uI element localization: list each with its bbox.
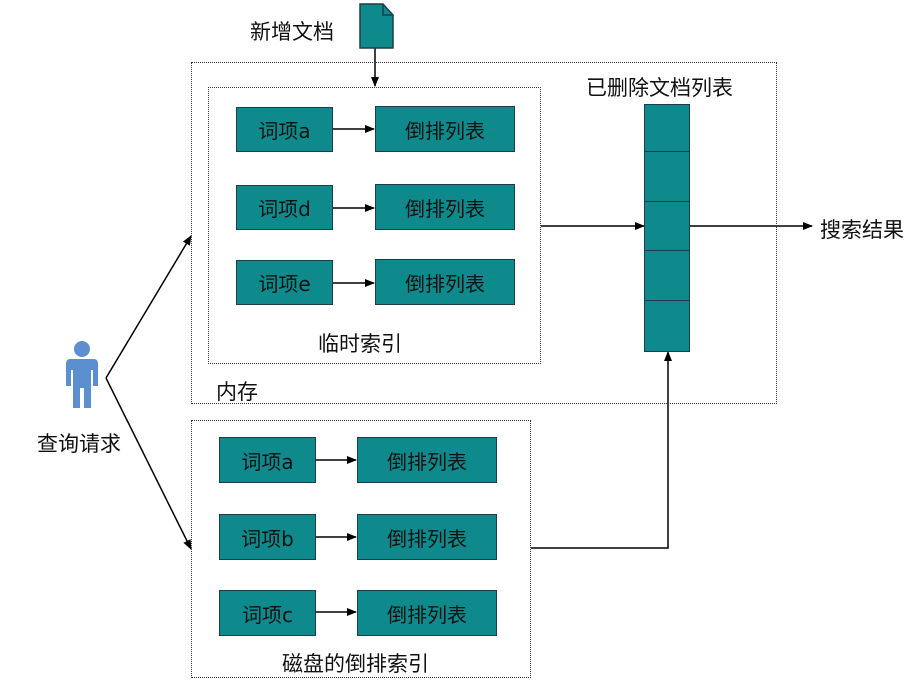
disk-posting-box: 倒排列表 bbox=[357, 514, 497, 560]
disk-posting-box: 倒排列表 bbox=[357, 590, 497, 636]
memory-label: 内存 bbox=[216, 380, 258, 404]
person-icon bbox=[66, 341, 98, 408]
deleted-list-cell-divider bbox=[645, 300, 689, 301]
deleted-list-cell-divider bbox=[645, 201, 689, 202]
new-doc-label: 新增文档 bbox=[250, 20, 334, 44]
disk-term-box: 词项a bbox=[219, 437, 316, 483]
temp-term-box: 词项a bbox=[236, 107, 333, 152]
temp-term-box: 词项d bbox=[236, 185, 333, 230]
deleted-list-cell-divider bbox=[645, 250, 689, 251]
disk-posting-box: 倒排列表 bbox=[357, 437, 497, 483]
arrow-query-to-disk bbox=[105, 377, 192, 550]
document-icon bbox=[359, 3, 394, 49]
deleted-list-cell-divider bbox=[645, 151, 689, 152]
temp-term-box: 词项e bbox=[236, 260, 333, 305]
disk-term-box: 词项c bbox=[219, 590, 316, 636]
temp-posting-box: 倒排列表 bbox=[375, 184, 515, 230]
deleted-doc-list bbox=[644, 104, 690, 352]
deleted-list-label: 已删除文档列表 bbox=[586, 76, 733, 100]
arrow-query-to-memory bbox=[105, 235, 192, 379]
temp-index-caption: 临时索引 bbox=[318, 332, 402, 356]
disk-term-box: 词项b bbox=[219, 514, 316, 560]
temp-posting-box: 倒排列表 bbox=[375, 259, 515, 305]
arrow-disk-to-deleted bbox=[531, 351, 672, 549]
search-result-label: 搜索结果 bbox=[820, 218, 904, 242]
temp-posting-box: 倒排列表 bbox=[375, 106, 515, 152]
disk-index-box bbox=[191, 420, 531, 678]
query-label: 查询请求 bbox=[37, 432, 121, 456]
temp-index-box bbox=[208, 87, 541, 364]
disk-index-caption: 磁盘的倒排索引 bbox=[282, 652, 429, 676]
memory-region bbox=[191, 62, 777, 404]
